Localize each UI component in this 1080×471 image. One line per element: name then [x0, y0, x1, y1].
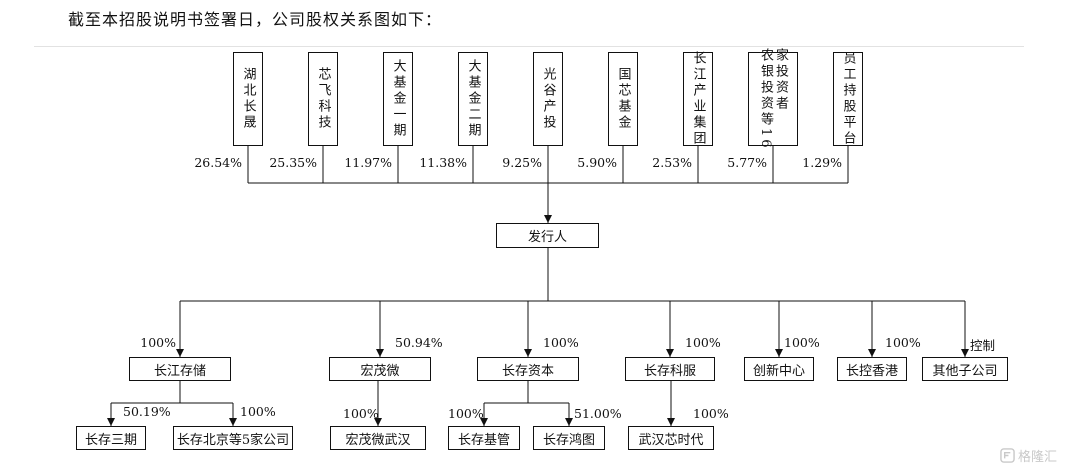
watermark: 格隆汇	[1000, 446, 1057, 465]
subsidiary-box: 宏茂微	[329, 357, 431, 381]
grandchild-box-label: 长存基管	[457, 432, 510, 448]
shareholder-name: 湖北长晟	[240, 67, 256, 131]
shareholder-box: 光谷产投	[533, 52, 563, 146]
shareholder-box: 员工持股平台	[833, 51, 863, 147]
grandchild-arrowhead	[229, 418, 237, 426]
shareholder-name-column: 员工持股平台	[840, 51, 856, 147]
intro-text: 截至本招股说明书签署日，公司股权关系图如下：	[68, 10, 443, 29]
shareholder-name-column: 大基金一期	[390, 59, 406, 139]
shareholder-percentage: 1.29%	[802, 155, 842, 170]
subsidiary-percentage: 50.94%	[395, 335, 443, 350]
watermark-text: 格隆汇	[1018, 450, 1058, 465]
grandchild-box: 长存三期	[76, 426, 146, 450]
subsidiary-box: 长江存储	[129, 357, 231, 381]
shareholder-percentage: 11.97%	[344, 155, 392, 170]
grandchild-box: 长存基管	[448, 426, 520, 450]
grandchild-percentage: 51.00%	[574, 406, 622, 421]
subsidiary-percentage: 100%	[543, 335, 579, 350]
shareholder-box: 湖北长晟	[233, 52, 263, 146]
subsidiary-arrowhead	[961, 349, 969, 357]
shareholder-name-column: 农银投资等16	[758, 47, 773, 151]
shareholder-percentage: 9.25%	[502, 155, 542, 170]
shareholder-name-column: 芯飞科技	[315, 67, 331, 131]
subsidiary-box-label: 长江存储	[153, 363, 206, 379]
shareholder-name-column: 家投资者	[773, 47, 788, 112]
subsidiary-percentage: 100%	[784, 335, 820, 350]
subsidiary-arrowhead	[524, 349, 532, 357]
issuer-label: 发行人	[527, 230, 567, 245]
issuer-arrowhead	[544, 215, 552, 223]
shareholder-box: 大基金二期	[458, 52, 488, 146]
watermark-logo-icon	[1000, 448, 1015, 463]
shareholder-percentage: 5.90%	[577, 155, 617, 170]
subsidiary-box-label: 创新中心	[752, 363, 805, 379]
subsidiary-box-label: 其他子公司	[932, 363, 998, 379]
shareholder-percentage: 5.77%	[727, 155, 767, 170]
shareholder-name: 大基金一期	[390, 59, 406, 139]
subsidiary-box-label: 长存科服	[643, 363, 696, 379]
grandchild-percentage: 100%	[240, 404, 276, 419]
shareholder-percentage: 11.38%	[419, 155, 467, 170]
subsidiary-box-label: 长存资本	[501, 363, 554, 379]
subsidiary-box-label: 宏茂微	[360, 363, 400, 379]
shareholder-box: 芯飞科技	[308, 52, 338, 146]
shareholder-name: 国芯基金	[615, 67, 631, 131]
issuer-box: 发行人	[496, 223, 599, 248]
shareholder-name: 光谷产投	[540, 67, 556, 131]
shareholder-name: 芯飞科技	[315, 67, 331, 131]
shareholder-percentage: 25.35%	[269, 155, 317, 170]
subsidiary-box-label: 长控香港	[845, 363, 898, 379]
grandchild-arrowhead	[107, 418, 115, 426]
shareholder-name: 大基金二期	[465, 59, 481, 139]
grandchild-box: 长存鸿图	[533, 426, 605, 450]
subsidiary-percentage: 100%	[885, 335, 921, 350]
shareholder-percentage: 2.53%	[652, 155, 692, 170]
grandchild-arrowhead	[565, 418, 573, 426]
grandchild-arrowhead	[667, 418, 675, 426]
subsidiary-arrowhead	[775, 349, 783, 357]
subsidiary-box: 长存资本	[477, 357, 579, 381]
shareholder-name-column: 大基金二期	[465, 59, 481, 139]
shareholder-name-column: 湖北长晟	[240, 67, 256, 131]
shareholder-name-column: 国芯基金	[615, 67, 631, 131]
grandchild-box: 武汉芯时代	[628, 426, 714, 450]
subsidiary-percentage: 控制	[970, 338, 996, 353]
shareholder-name-column: 长江产业集团	[690, 51, 706, 147]
grandchild-percentage: 100%	[448, 406, 484, 421]
shareholder-name-column: 光谷产投	[540, 67, 556, 131]
grandchild-box-label: 长存北京等5家公司	[176, 432, 290, 448]
shareholder-name: 长江产业集团	[690, 51, 706, 147]
subsidiary-arrowhead	[666, 349, 674, 357]
subsidiary-arrowhead	[176, 349, 184, 357]
subsidiary-box: 长存科服	[625, 357, 715, 381]
subsidiary-arrowhead	[868, 349, 876, 357]
shareholder-box: 长江产业集团	[683, 51, 713, 147]
grandchild-percentage: 100%	[343, 406, 379, 421]
shareholder-box: 大基金一期	[383, 52, 413, 146]
divider	[34, 46, 1024, 47]
subsidiary-box: 其他子公司	[922, 357, 1008, 381]
grandchild-box-label: 长存鸿图	[542, 432, 595, 448]
subsidiary-percentage: 100%	[685, 335, 721, 350]
grandchild-percentage: 50.19%	[123, 404, 171, 419]
grandchild-arrowhead	[480, 418, 488, 426]
subsidiary-box: 长控香港	[837, 357, 907, 381]
subsidiary-box: 创新中心	[744, 357, 814, 381]
grandchild-box: 长存北京等5家公司	[173, 426, 293, 450]
grandchild-arrowhead	[374, 418, 382, 426]
subsidiary-percentage: 100%	[140, 335, 176, 350]
subsidiary-arrowhead	[376, 349, 384, 357]
grandchild-box-label: 长存三期	[84, 432, 137, 448]
shareholder-percentage: 26.54%	[194, 155, 242, 170]
shareholder-box: 国芯基金	[608, 52, 638, 146]
shareholder-name: 员工持股平台	[840, 51, 856, 147]
grandchild-percentage: 100%	[693, 406, 729, 421]
grandchild-box-label: 宏茂微武汉	[345, 432, 411, 448]
grandchild-box-label: 武汉芯时代	[638, 432, 704, 448]
grandchild-box: 宏茂微武汉	[330, 426, 426, 450]
